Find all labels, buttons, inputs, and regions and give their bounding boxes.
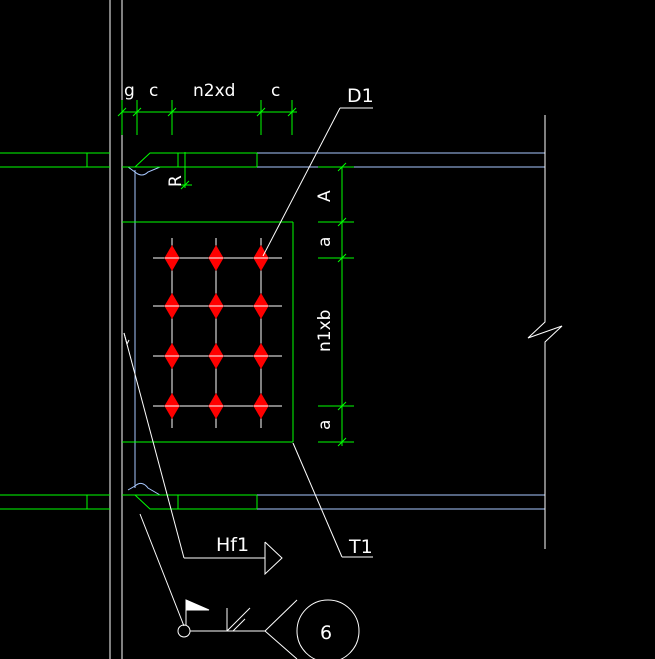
dim-label-a-top: a xyxy=(315,237,335,247)
beam xyxy=(127,152,545,510)
top-dimension xyxy=(117,100,297,135)
dim-label-n1xb: n1xb xyxy=(315,310,335,352)
weld-symbol xyxy=(139,513,360,659)
bolts xyxy=(164,245,269,419)
flange-near-column xyxy=(122,152,258,510)
label-D1: D1 xyxy=(347,85,374,107)
dim-label-a-bottom: a xyxy=(315,420,335,430)
label-Hf1: Hf1 xyxy=(216,534,249,556)
left-beam-stubs xyxy=(0,152,110,510)
dim-label-c-left: c xyxy=(149,81,158,101)
dim-label-c-right: c xyxy=(271,81,280,101)
leader-T1 xyxy=(292,442,373,558)
weld-number: 6 xyxy=(320,622,332,644)
r-dimension xyxy=(178,152,192,190)
right-dimension xyxy=(318,162,354,447)
label-T1: T1 xyxy=(348,536,373,558)
leader-D1 xyxy=(262,107,373,257)
break-line xyxy=(527,115,563,549)
dim-label-g: g xyxy=(124,81,135,101)
dim-label-A: A xyxy=(315,190,335,202)
dim-label-n2xd: n2xd xyxy=(193,81,235,101)
weld-number-circle xyxy=(296,599,360,659)
column xyxy=(109,0,123,659)
shear-plate xyxy=(122,221,294,443)
dim-label-R: R xyxy=(166,175,186,187)
leader-Hf1 xyxy=(123,332,283,576)
